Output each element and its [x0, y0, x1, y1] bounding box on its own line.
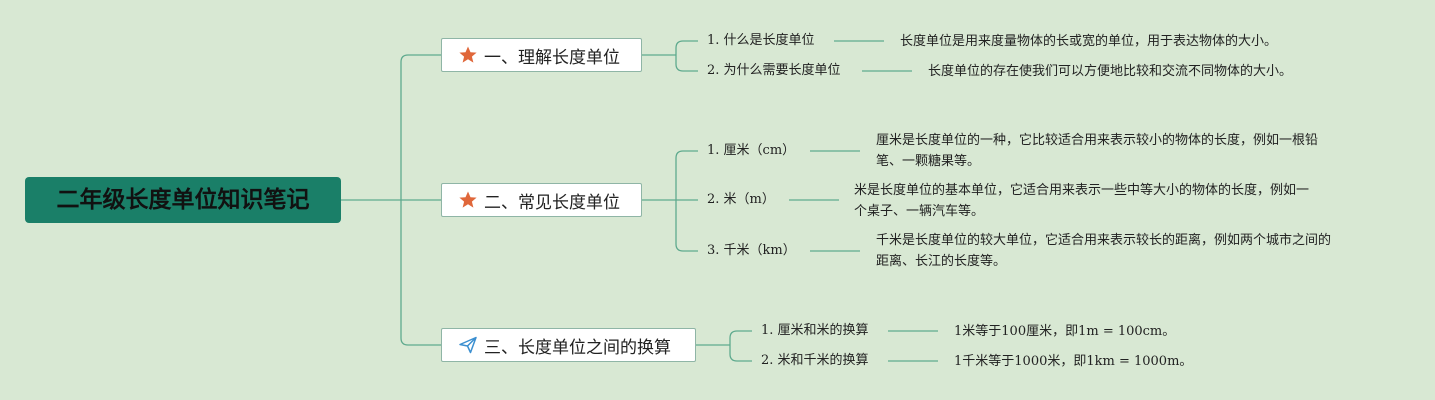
leaf-description: 1米等于100厘米，即1m = 100cm。 [954, 324, 1176, 339]
branch-understand-length-units[interactable]: 一、理解长度单位 [441, 38, 642, 72]
leaf-description: 厘米是长度单位的一种，它比较适合用来表示较小的物体的长度，例如一根铅 笔、一颗糖… [876, 133, 1319, 169]
branch-unit-conversion[interactable]: 三、长度单位之间的换算 [441, 328, 696, 362]
leaf-description: 米是长度单位的基本单位，它适合用来表示一些中等大小的物体的长度，例如一 个桌子、… [854, 183, 1310, 219]
branch-common-length-units[interactable]: 二、常见长度单位 [441, 183, 642, 217]
star-icon [458, 190, 478, 210]
branch-label: 一、理解长度单位 [484, 47, 620, 68]
leaf-description: 长度单位是用来度量物体的长或宽的单位，用于表达物体的大小。 [900, 34, 1278, 49]
leaf-centimeter[interactable]: 1. 厘米（cm） [707, 143, 796, 158]
leaf-description: 1千米等于1000米，即1km = 1000m。 [954, 354, 1193, 369]
leaf-meter[interactable]: 2. 米（m） [707, 192, 775, 207]
leaf-description: 长度单位的存在使我们可以方便地比较和交流不同物体的大小。 [928, 64, 1293, 79]
branch-label: 三、长度单位之间的换算 [484, 337, 671, 358]
leaf-kilometer[interactable]: 3. 千米（km） [707, 243, 796, 258]
star-icon [458, 45, 478, 65]
leaf-m-km-conversion[interactable]: 2. 米和千米的换算 [761, 353, 869, 368]
paper-plane-icon [458, 335, 478, 355]
leaf-cm-m-conversion[interactable]: 1. 厘米和米的换算 [761, 323, 869, 338]
leaf-why-need-length-unit[interactable]: 2. 为什么需要长度单位 [707, 63, 841, 78]
root-topic[interactable]: 二年级长度单位知识笔记 [25, 177, 341, 223]
branch-label: 二、常见长度单位 [484, 192, 620, 213]
leaf-description: 千米是长度单位的较大单位，它适合用来表示较长的距离，例如两个城市之间的 距离、长… [876, 233, 1332, 269]
leaf-what-is-length-unit[interactable]: 1. 什么是长度单位 [707, 33, 815, 48]
